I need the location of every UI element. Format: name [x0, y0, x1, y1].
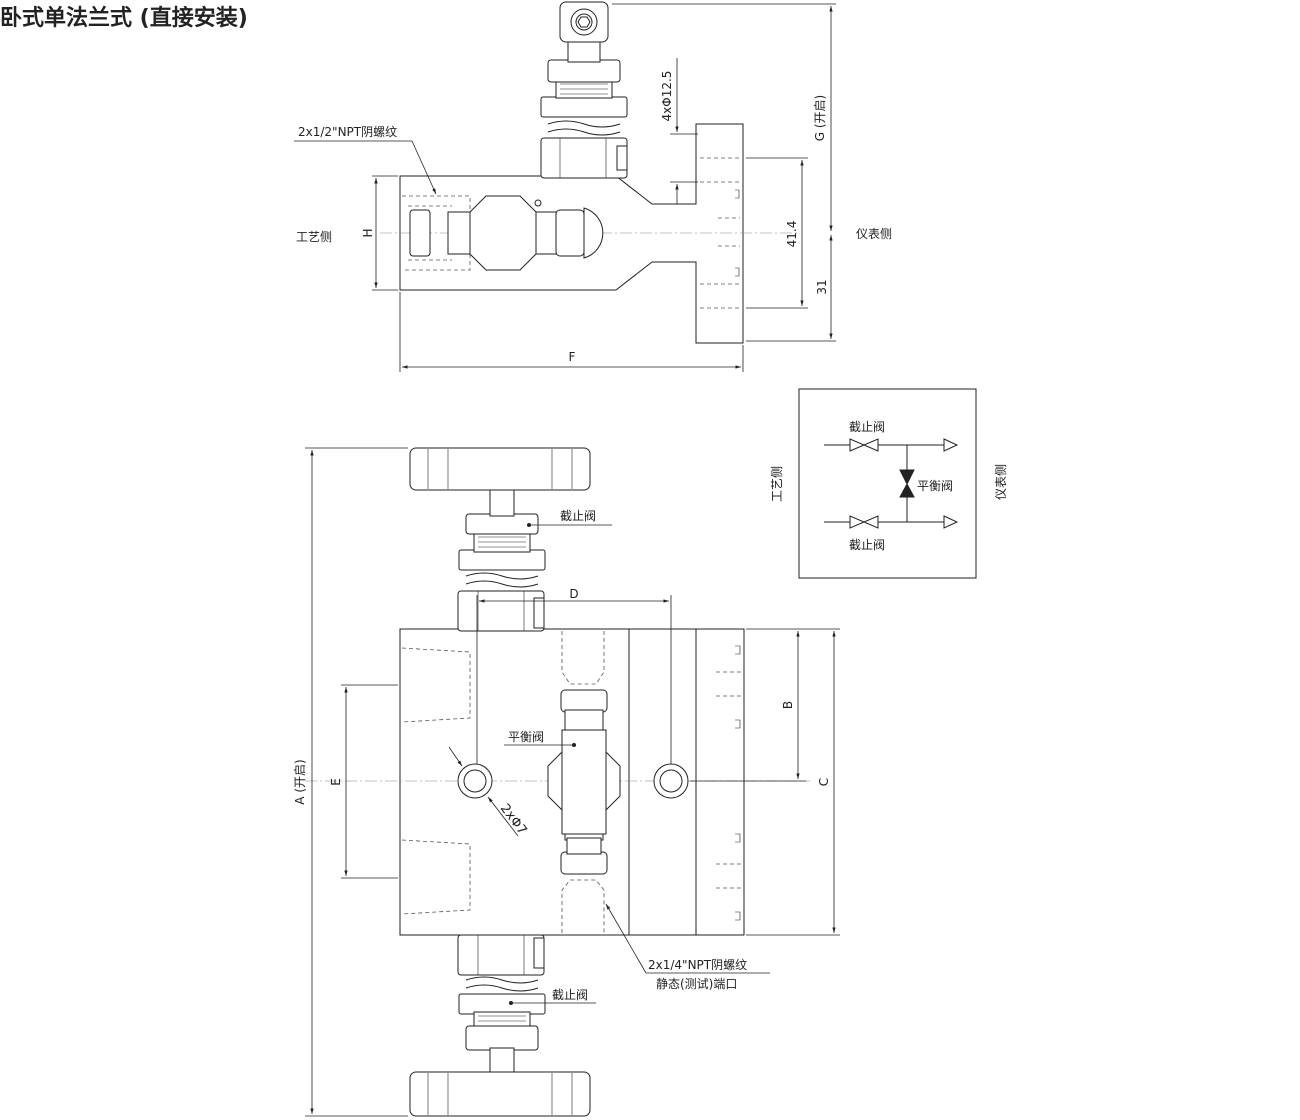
top-valve-packing-nut — [547, 59, 621, 83]
lower-break — [465, 976, 539, 992]
top-thread-label: 2x1/2"NPT阴螺纹 — [298, 125, 397, 139]
top-valve-nut — [540, 137, 628, 179]
dim-g-label: G (开启) — [813, 95, 827, 141]
dim-e-label: E — [329, 778, 343, 786]
front-port-lower-mid — [561, 879, 605, 933]
balance-valve-cap-bottom — [560, 851, 608, 875]
lower-valve-nut — [458, 993, 546, 1015]
front-flange-details — [716, 645, 742, 921]
lower-stem — [489, 1047, 515, 1075]
dim-b-label: B — [781, 701, 795, 709]
schematic-balance-valve: 平衡阀 — [917, 479, 953, 493]
upper-stop-valve-label: 截止阀 — [560, 509, 596, 523]
dim-h-label: H — [361, 228, 375, 237]
lower-valve-body-nut — [457, 934, 545, 976]
balance-valve-cap-top — [560, 689, 608, 713]
front-port-lower-left — [401, 839, 471, 915]
top-stem-left — [409, 209, 431, 257]
schematic-balance-valve-icon — [899, 469, 915, 498]
top-stem-right — [555, 209, 585, 257]
top-cap — [583, 207, 604, 259]
upper-valve-nut — [458, 549, 546, 571]
dim-a-label: A (开启) — [293, 759, 307, 804]
lower-handle — [409, 1071, 591, 1117]
schematic-stop-valve-top-icon — [849, 438, 879, 452]
upper-break — [465, 572, 539, 588]
upper-handle — [409, 447, 591, 491]
port-desc-label: 静态(测试)端口 — [656, 976, 737, 991]
top-break — [547, 120, 621, 136]
schematic-stop-valve-bottom-icon — [849, 515, 879, 529]
dim-hole-label: 4xΦ12.5 — [660, 71, 674, 122]
top-valve-upper-nut — [540, 96, 628, 118]
port-thread-label: 2x1/4"NPT阴螺纹 — [648, 958, 747, 972]
front-port-upper-left — [401, 647, 471, 723]
valve-schematic: 截止阀 截止阀 平衡阀 工艺侧 仪表侧 — [770, 388, 1008, 579]
upper-valve-body-nut — [457, 590, 545, 632]
dim-f-label: F — [569, 350, 576, 364]
balance-valve-label: 平衡阀 — [508, 730, 544, 744]
schematic-arrow-bottom — [943, 515, 959, 529]
schematic-instrument-side: 仪表侧 — [994, 464, 1008, 500]
flange-details — [700, 157, 740, 309]
front-view: 2xΦ7 截止阀 截止阀 平衡阀 2x1/4"NPT阴螺纹 静态(测试)端口 A… — [293, 447, 840, 1117]
upper-stem — [489, 487, 515, 517]
top-view: 2x1/2"NPT阴螺纹 工艺侧 仪表侧 H F G (开启) 4xΦ12.5 … — [294, 1, 892, 372]
top-hex — [469, 195, 537, 271]
schematic-arrow-top — [943, 438, 959, 452]
dim-d-label: D — [569, 587, 578, 601]
dim-c-label: C — [817, 778, 831, 786]
schematic-process-side: 工艺侧 — [770, 466, 784, 502]
dim-31-label: 31 — [815, 279, 829, 294]
schematic-frame — [798, 388, 977, 579]
top-pin — [534, 199, 542, 207]
page-title: 卧式单法兰式 (直接安装) — [0, 6, 248, 31]
top-thread-inner — [408, 205, 452, 261]
lower-stop-valve-label: 截止阀 — [552, 988, 588, 1002]
lower-packing-nut — [465, 1025, 539, 1051]
top-process-side: 工艺侧 — [296, 230, 332, 244]
schematic-stop-valve-bottom: 截止阀 — [849, 538, 885, 552]
upper-packing-nut — [465, 513, 539, 535]
top-instrument-side: 仪表侧 — [856, 227, 892, 241]
dim-41-4-label: 41.4 — [785, 221, 799, 248]
schematic-stop-valve-top: 截止阀 — [849, 420, 885, 434]
